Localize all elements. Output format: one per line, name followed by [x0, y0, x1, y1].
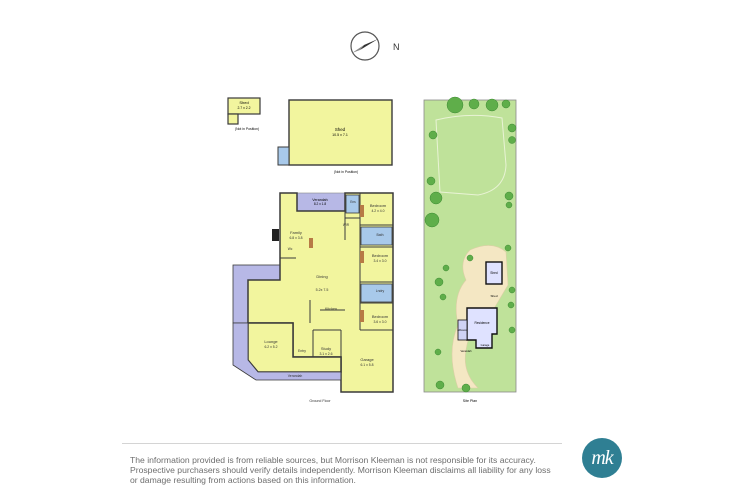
rooms-verandah_top-name-label: Verandah	[312, 198, 327, 202]
rooms-lndry-label: Lndry	[376, 289, 385, 293]
site-garage-label: Garage	[481, 343, 490, 347]
rooms-wir-label: WIR	[343, 223, 350, 227]
rooms-bedroom_2-name-label: Bedroom	[372, 253, 389, 258]
rooms-shed_small-name-label: Shed	[239, 100, 248, 105]
rooms-not_in_position_2-label: (Not in Position)	[334, 170, 358, 174]
rooms-shed_small-dims-label: 2.7 x 2.2	[237, 106, 250, 110]
captions-site_plan-label: Site Plan	[463, 399, 477, 403]
rooms-dining-dims-label: 5.2x 7.5	[316, 288, 329, 292]
rooms-verandah_top-dims-label: 8.2 x 1.8	[314, 202, 326, 206]
rooms-kitchen-label: Kitchen	[325, 307, 337, 311]
divider-line	[122, 443, 562, 444]
rooms-study-dims-label: 3.1 x 2.6	[319, 352, 332, 356]
site-trees	[424, 96, 517, 393]
rooms-garage-name-label: Garage	[360, 357, 374, 362]
rooms-shed_large-dims-label: 10.5 x 7.1	[332, 133, 348, 137]
rooms-verandah_bottom-label: Verandah	[288, 374, 303, 378]
rooms-dining-name-label: Dining	[316, 274, 327, 279]
rooms-bedroom_2-dims-label: 3.4 x 3.0	[373, 259, 386, 263]
compass-needle	[360, 39, 378, 50]
rooms-bath-label: Bath	[377, 233, 384, 237]
floor-plan: Shed 2.7 x 2.2 (Not in Position) Shed 10…	[227, 96, 517, 403]
rooms-not_in_position_1-label: (Not in Position)	[235, 127, 259, 131]
site-verandah-label: Verandah	[460, 349, 472, 353]
rooms-entry-label: Entry	[298, 349, 306, 353]
rooms-study-name-label: Study	[321, 346, 331, 351]
rooms-bedroom_1-dims-label: 4.2 x 4.0	[371, 209, 384, 213]
rooms-wc-label: Wc	[288, 247, 293, 251]
rooms-bedroom_3-dims-label: 3.6 x 3.0	[373, 320, 386, 324]
rooms-lounge-name-label: Lounge	[264, 339, 278, 344]
rooms-family-dims-label: 6.8 x 3.8	[289, 236, 302, 240]
site-plan-lot	[423, 99, 517, 393]
site-alfresco-label: Alfresco	[457, 328, 467, 332]
disclaimer-text: The information provided is from reliabl…	[130, 455, 551, 485]
captions-ground_floor-label: Ground Floor	[309, 399, 331, 403]
rooms-bedroom_3-name-label: Bedroom	[372, 314, 389, 319]
mk-logo: mk	[582, 438, 622, 478]
rooms-bedroom_1-name-label: Bedroom	[370, 203, 387, 208]
large-shed	[288, 99, 393, 166]
rooms-shed_large-name-label: Shed	[335, 127, 346, 132]
rooms-lounge-dims-label: 6.2 x 5.2	[264, 345, 277, 349]
site-residence-label: Residence	[474, 321, 489, 325]
compass-label-label: N	[393, 42, 400, 52]
small-shed	[227, 97, 261, 115]
site-shed_label-label: Shed	[490, 271, 498, 275]
site-residence	[466, 307, 498, 349]
rooms-ens-label: Ens	[350, 200, 356, 204]
rooms-family-name-label: Family	[290, 230, 302, 235]
site-shed_sub-label: Shed	[490, 294, 497, 298]
rooms-garage-dims-label: 6.1 x 5.8	[360, 363, 373, 367]
compass: N	[350, 31, 400, 61]
site-shed	[485, 261, 503, 285]
